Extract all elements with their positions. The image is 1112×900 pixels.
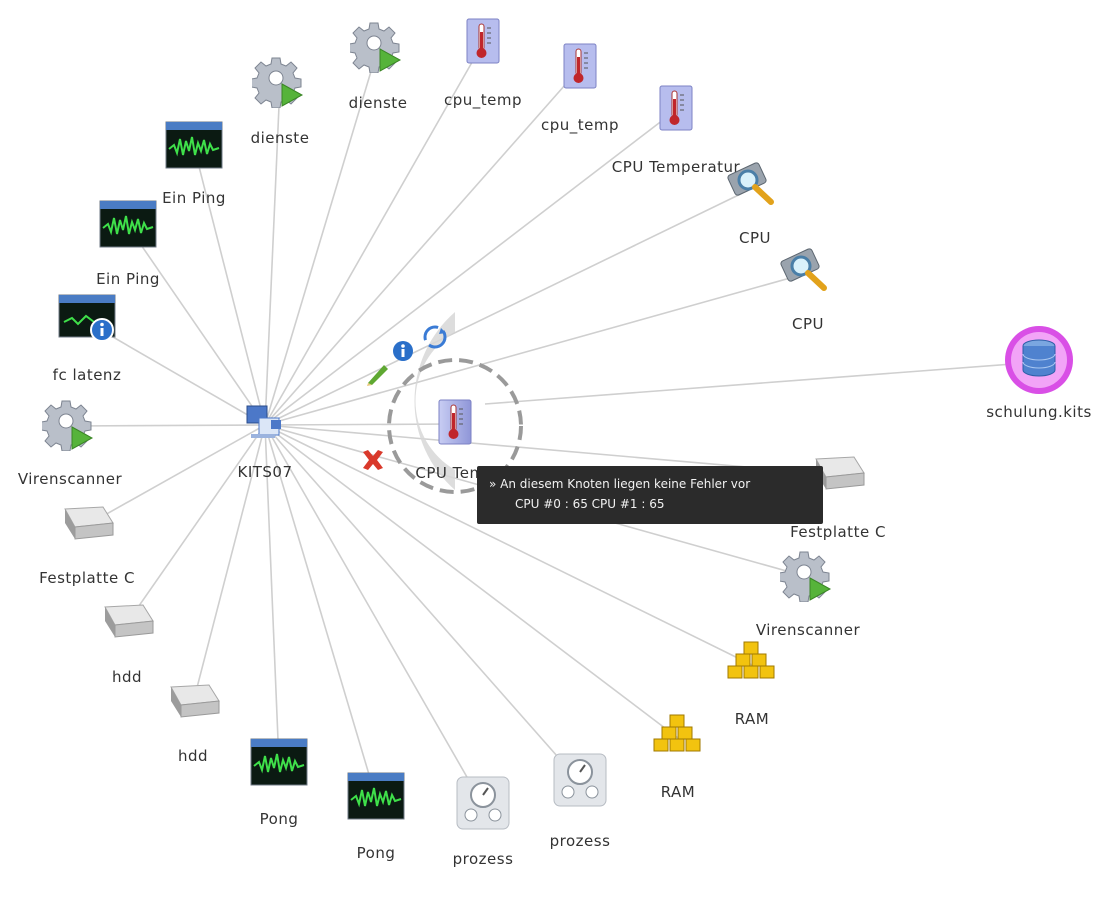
waveform-monitor-icon xyxy=(347,772,405,824)
cpu-magnifier-icon xyxy=(726,160,784,214)
node-label: cpu_temp xyxy=(443,91,523,109)
selection-circle xyxy=(387,358,523,494)
network-computers-icon xyxy=(245,404,285,446)
thermometer-icon xyxy=(438,399,472,449)
waveform-monitor-icon xyxy=(165,121,223,173)
node-label: fc latenz xyxy=(52,366,122,384)
node-label: Virenscanner xyxy=(755,621,861,639)
node-label: RAM xyxy=(660,783,696,801)
edit-pencil-icon[interactable] xyxy=(366,363,390,391)
context-menu-arc xyxy=(414,312,455,490)
node-label: CPU xyxy=(739,229,771,247)
monitor-info-icon xyxy=(58,294,116,350)
refresh-icon[interactable] xyxy=(423,325,447,353)
node-label: schulung.kits xyxy=(986,403,1092,421)
edge-line xyxy=(264,42,484,426)
tooltip-line-1: » An diesem Knoten liegen keine Fehler v… xyxy=(489,477,751,491)
ram-blocks-icon xyxy=(648,711,708,765)
node-label: Festplatte C xyxy=(39,569,135,587)
edge-line xyxy=(264,424,280,765)
status-tooltip: » An diesem Knoten liegen keine Fehler v… xyxy=(477,466,823,524)
node-label: RAM xyxy=(734,710,770,728)
edge-line xyxy=(86,424,266,526)
node-label: Pong xyxy=(356,844,396,862)
edge-line xyxy=(264,272,809,426)
selected-node-label: CPU Temp xyxy=(415,464,495,482)
database-icon xyxy=(1003,324,1075,400)
node-label: Virenscanner xyxy=(17,470,123,488)
hub-label: KITS07 xyxy=(237,463,293,481)
node-label: prozess xyxy=(452,850,514,868)
cpu-magnifier-icon xyxy=(779,246,837,300)
node-label: Ein Ping xyxy=(96,270,160,288)
node-label: CPU xyxy=(792,315,824,333)
thermometer-icon xyxy=(658,85,694,135)
info-icon[interactable] xyxy=(392,340,414,366)
node-label: cpu_temp xyxy=(540,116,620,134)
edge-line xyxy=(69,424,266,427)
gear-play-icon xyxy=(40,397,98,455)
node-label: dienste xyxy=(250,129,310,147)
gear-play-icon xyxy=(348,19,406,77)
hard-drive-icon xyxy=(57,501,117,549)
edge-line xyxy=(264,424,679,739)
edge-line xyxy=(126,424,266,624)
node-label: hdd xyxy=(177,747,209,765)
edge-line xyxy=(264,424,753,666)
tooltip-line-2: CPU #0 : 65 CPU #1 : 65 xyxy=(515,497,665,511)
edge-line xyxy=(264,424,377,799)
node-label: Pong xyxy=(259,810,299,828)
edge-line xyxy=(264,47,379,426)
edge-line xyxy=(86,321,266,426)
ram-blocks-icon xyxy=(722,638,782,692)
edge-line xyxy=(264,82,281,426)
waveform-monitor-icon xyxy=(99,200,157,252)
hard-drive-icon xyxy=(163,679,223,727)
edge-line xyxy=(192,424,266,704)
thermometer-icon xyxy=(465,18,501,68)
edge-line xyxy=(127,225,266,426)
hard-drive-icon xyxy=(97,599,157,647)
delete-icon[interactable] xyxy=(360,448,386,476)
gear-play-icon xyxy=(778,548,836,606)
node-label: Ein Ping xyxy=(162,189,226,207)
thermometer-icon xyxy=(562,43,598,93)
edge-line xyxy=(484,361,1040,405)
edge-line xyxy=(264,423,456,426)
gear-play-icon xyxy=(250,54,308,112)
node-label: CPU Temperatur xyxy=(611,158,741,176)
node-label: prozess xyxy=(549,832,611,850)
edge-line xyxy=(264,424,484,806)
edge-line xyxy=(264,67,581,426)
process-dial-icon xyxy=(455,775,511,835)
edge-line xyxy=(264,186,756,426)
process-dial-icon xyxy=(552,752,608,812)
waveform-monitor-icon xyxy=(250,738,308,790)
node-label: dienste xyxy=(348,94,408,112)
node-label: hdd xyxy=(111,668,143,686)
edge-line xyxy=(193,146,266,426)
edge-line xyxy=(264,109,677,426)
node-label: Festplatte C xyxy=(790,523,886,541)
edge-line xyxy=(264,424,581,783)
